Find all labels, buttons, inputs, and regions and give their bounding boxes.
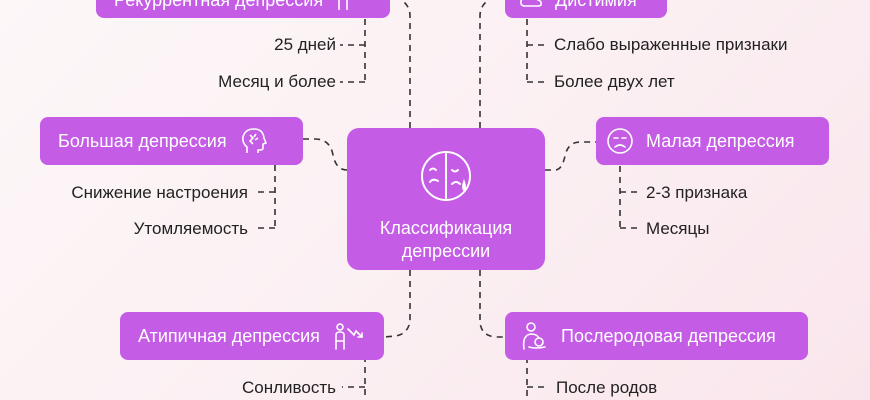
minor-depression-box: Малая депрессия	[596, 117, 829, 165]
postpartum-depression-title: Послеродовая депрессия	[561, 325, 776, 346]
postpartum-depression-box: Послеродовая депрессия	[505, 312, 808, 360]
list-item: Снижение настроения	[71, 183, 248, 202]
list-item: Месяц и более	[218, 72, 336, 91]
list-item: Месяцы	[646, 219, 710, 238]
list-item: Более двух лет	[554, 72, 675, 91]
sad-face-icon	[606, 127, 634, 155]
minor-depression-title: Малая депрессия	[646, 130, 795, 151]
person-idea-icon	[335, 0, 357, 12]
list-item: После родов	[556, 378, 658, 397]
recurrent-depression-box: Рекуррентная депрессия	[96, 0, 390, 18]
major-depression-title: Большая депрессия	[58, 130, 227, 151]
list-item: Утомляемость	[133, 219, 248, 238]
dysthymia-box: Дистимия	[505, 0, 667, 18]
center-title-line2: депрессии	[401, 241, 491, 261]
list-item: Сонливость	[242, 378, 336, 397]
list-item: 25 дней	[274, 35, 336, 54]
list-item: Слабо выраженные признаки	[554, 35, 788, 54]
atypical-depression-title: Атипичная депрессия	[138, 325, 320, 346]
list-item: 2-3 признака	[646, 183, 748, 202]
recurrent-depression-title: Рекуррентная депрессия	[114, 0, 323, 11]
dysthymia-title: Дистимия	[555, 0, 637, 11]
theater-masks-icon	[418, 151, 474, 208]
center-node: Классификация депрессии	[347, 128, 545, 270]
major-depression-box: Большая депрессия	[40, 117, 303, 165]
center-title-line1: Классификация	[379, 218, 513, 238]
cloud-icon	[519, 0, 543, 10]
person-arrow-icon	[332, 321, 364, 351]
head-brain-icon	[239, 126, 269, 156]
atypical-depression-box: Атипичная депрессия	[120, 312, 384, 360]
mother-baby-icon	[519, 321, 549, 351]
